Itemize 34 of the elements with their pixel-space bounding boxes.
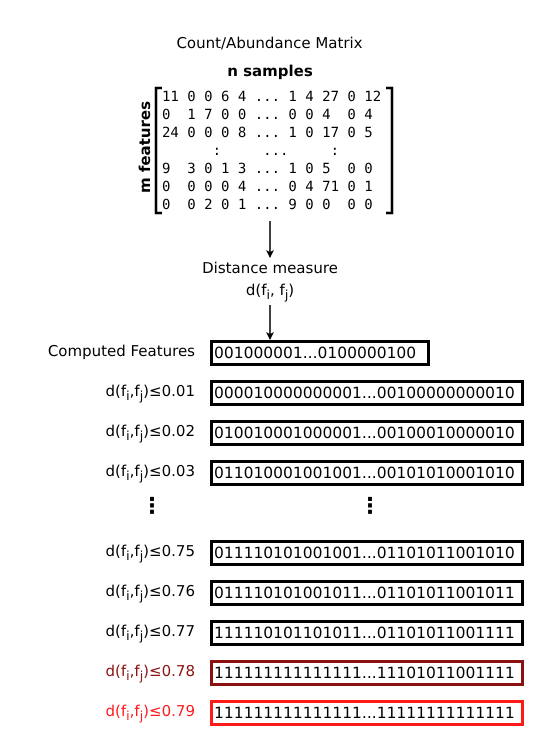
matrix-row-text: : ... : [212, 142, 340, 160]
threshold-label: d(f$_{i}$,f$_{j}$)≤0.75 [104, 542, 195, 563]
threshold-label: d(f$_{i}$,f$_{j}$)≤0.03 [104, 462, 195, 483]
matrix-row: 0 1 7 0 0 ... 0 0 4 0 4 [162, 106, 373, 124]
bit-string-box: 111110101101011...01101011001111 [210, 620, 524, 646]
threshold-label: d(f$_{i}$,f$_{j}$)≤0.79 [104, 702, 195, 723]
matrix-row: 11 0 0 6 4 ... 1 4 27 0 12 [162, 88, 382, 106]
bit-string-box: 001000001...0100000100 [210, 340, 430, 366]
threshold-label: d(f$_{i}$,f$_{j}$)≤0.02 [104, 422, 195, 443]
threshold-label: d(f$_{i}$,f$_{j}$)≤0.01 [104, 382, 195, 403]
bit-string-box: 011110101001001...01101011001010 [210, 540, 524, 566]
arrow [266, 305, 274, 340]
bit-string-box: 011010001001001...00101010001010 [210, 460, 524, 486]
row-label: Computed Features [46, 342, 195, 360]
bit-string-box: 111111111111111...11111111111111 [210, 700, 524, 726]
bit-string-box: 011110101001011...01101011001011 [210, 580, 524, 606]
bit-string-box: 010010001000001...00100010000010 [210, 420, 524, 446]
matrix-row: 24 0 0 0 8 ... 1 0 17 0 5 [162, 124, 373, 142]
matrix-row: 9 3 0 1 3 ... 1 0 5 0 0 [162, 160, 373, 178]
bit-string-box: 111111111111111...11101011001111 [210, 660, 524, 686]
threshold-label: d(f$_{i}$,f$_{j}$)≤0.77 [104, 622, 195, 643]
ellipsis-mark: ⋮ [358, 494, 382, 519]
diagram-title: Count/Abundance Matrix [175, 34, 364, 52]
arrow [266, 221, 274, 258]
matrix-row: 0 0 2 0 1 ... 9 0 0 0 0 [162, 196, 373, 214]
column-header: n samples [226, 62, 314, 80]
threshold-label: d(f$_{i}$,f$_{j}$)≤0.76 [104, 582, 195, 603]
distance-formula: d(f$_{i}$, f$_{j}$) [244, 280, 296, 304]
matrix-row: 0 0 0 0 4 ... 0 4 71 0 1 [162, 178, 373, 196]
ellipsis-mark: ⋮ [140, 494, 164, 519]
step-caption: Distance measure [201, 258, 339, 278]
row-header: m features [136, 100, 154, 196]
threshold-label: d(f$_{i}$,f$_{j}$)≤0.78 [104, 662, 195, 683]
bit-string-box: 000010000000001...00100000000010 [210, 380, 524, 406]
